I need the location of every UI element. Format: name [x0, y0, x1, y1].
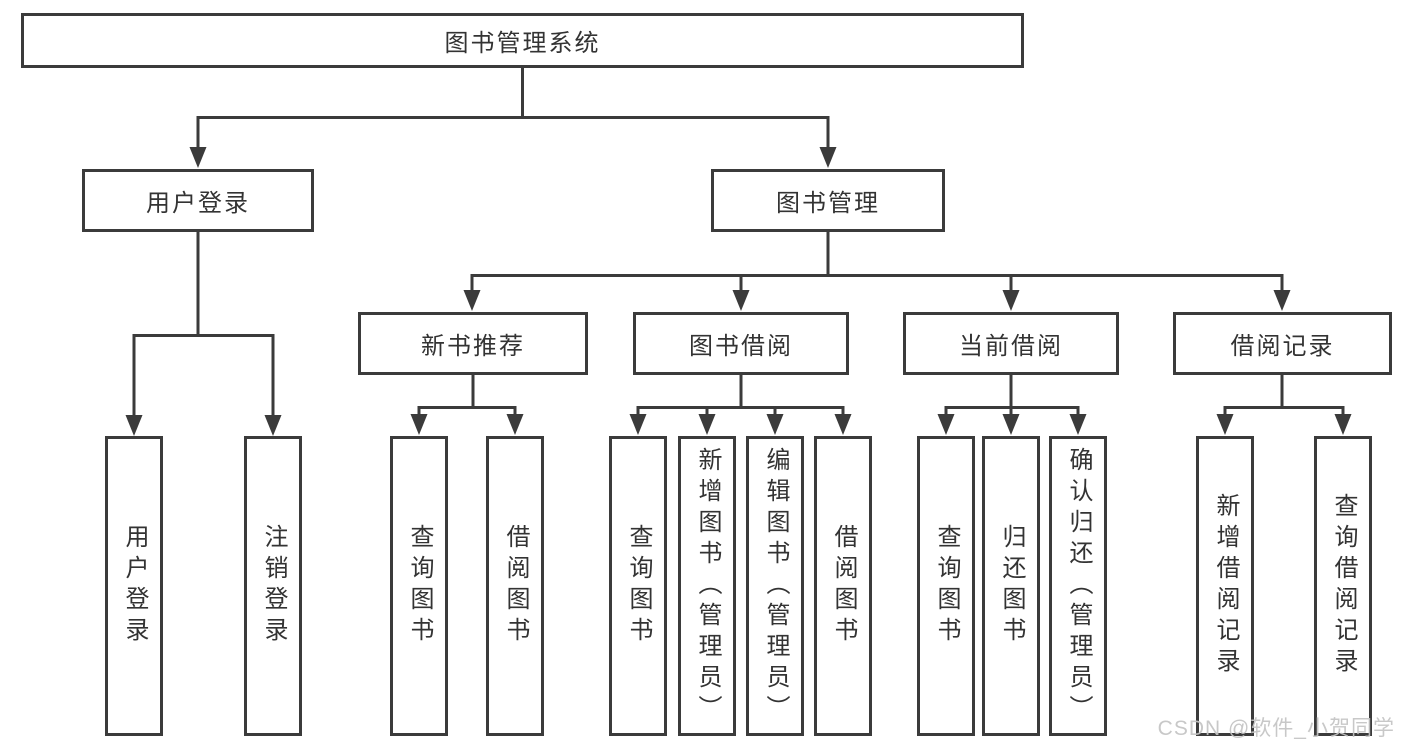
leaf-query-borrow-record-label: 查询借阅记录 [1330, 493, 1357, 679]
leaf-confirm-return-admin-label: 确认归还（管理员） [1065, 446, 1092, 726]
leaf-add-book-admin-label: 新增图书（管理员） [694, 446, 721, 726]
leaf-query-borrow-record: 查询借阅记录 [1314, 436, 1372, 736]
leaf-edit-book-admin-label: 编辑图书（管理员） [762, 446, 789, 726]
node-root: 图书管理系统 [21, 13, 1024, 68]
leaf-add-borrow-record-label: 新增借阅记录 [1212, 493, 1239, 679]
node-book-borrow: 图书借阅 [633, 312, 849, 375]
leaf-user-login: 用户登录 [105, 436, 163, 736]
leaf-query-books-recommend-label: 查询图书 [406, 524, 433, 648]
leaf-edit-book-admin: 编辑图书（管理员） [746, 436, 804, 736]
node-new-book-recommend: 新书推荐 [358, 312, 588, 375]
node-user-login-label: 用户登录 [146, 190, 250, 217]
csdn-watermark: CSDN @软件_小贺同学 [1157, 717, 1395, 740]
node-book-borrow-label: 图书借阅 [689, 333, 793, 360]
node-user-login: 用户登录 [82, 169, 314, 232]
leaf-query-books-borrow-label: 查询图书 [625, 524, 652, 648]
leaf-query-books-current: 查询图书 [917, 436, 975, 736]
leaf-add-book-admin: 新增图书（管理员） [678, 436, 736, 736]
node-book-management-label: 图书管理 [776, 190, 880, 217]
leaf-user-login-label: 用户登录 [121, 524, 148, 648]
leaf-borrow-books-recommend: 借阅图书 [486, 436, 544, 736]
leaf-logout-label: 注销登录 [260, 524, 287, 648]
leaf-add-borrow-record: 新增借阅记录 [1196, 436, 1254, 736]
node-borrow-records: 借阅记录 [1173, 312, 1392, 375]
node-root-label: 图书管理系统 [444, 30, 601, 57]
node-current-borrow: 当前借阅 [903, 312, 1119, 375]
node-new-book-recommend-label: 新书推荐 [421, 333, 525, 360]
leaf-confirm-return-admin: 确认归还（管理员） [1049, 436, 1107, 736]
leaf-borrow-books-label: 借阅图书 [830, 524, 857, 648]
leaf-query-books-borrow: 查询图书 [609, 436, 667, 736]
node-borrow-records-label: 借阅记录 [1230, 333, 1335, 360]
leaf-return-books-label: 归还图书 [998, 524, 1025, 648]
leaf-return-books: 归还图书 [982, 436, 1040, 736]
node-current-borrow-label: 当前借阅 [959, 333, 1063, 360]
leaf-borrow-books: 借阅图书 [814, 436, 872, 736]
node-book-management: 图书管理 [711, 169, 945, 232]
leaf-borrow-books-recommend-label: 借阅图书 [502, 524, 529, 648]
leaf-query-books-current-label: 查询图书 [933, 524, 960, 648]
leaf-query-books-recommend: 查询图书 [390, 436, 448, 736]
leaf-logout: 注销登录 [244, 436, 302, 736]
